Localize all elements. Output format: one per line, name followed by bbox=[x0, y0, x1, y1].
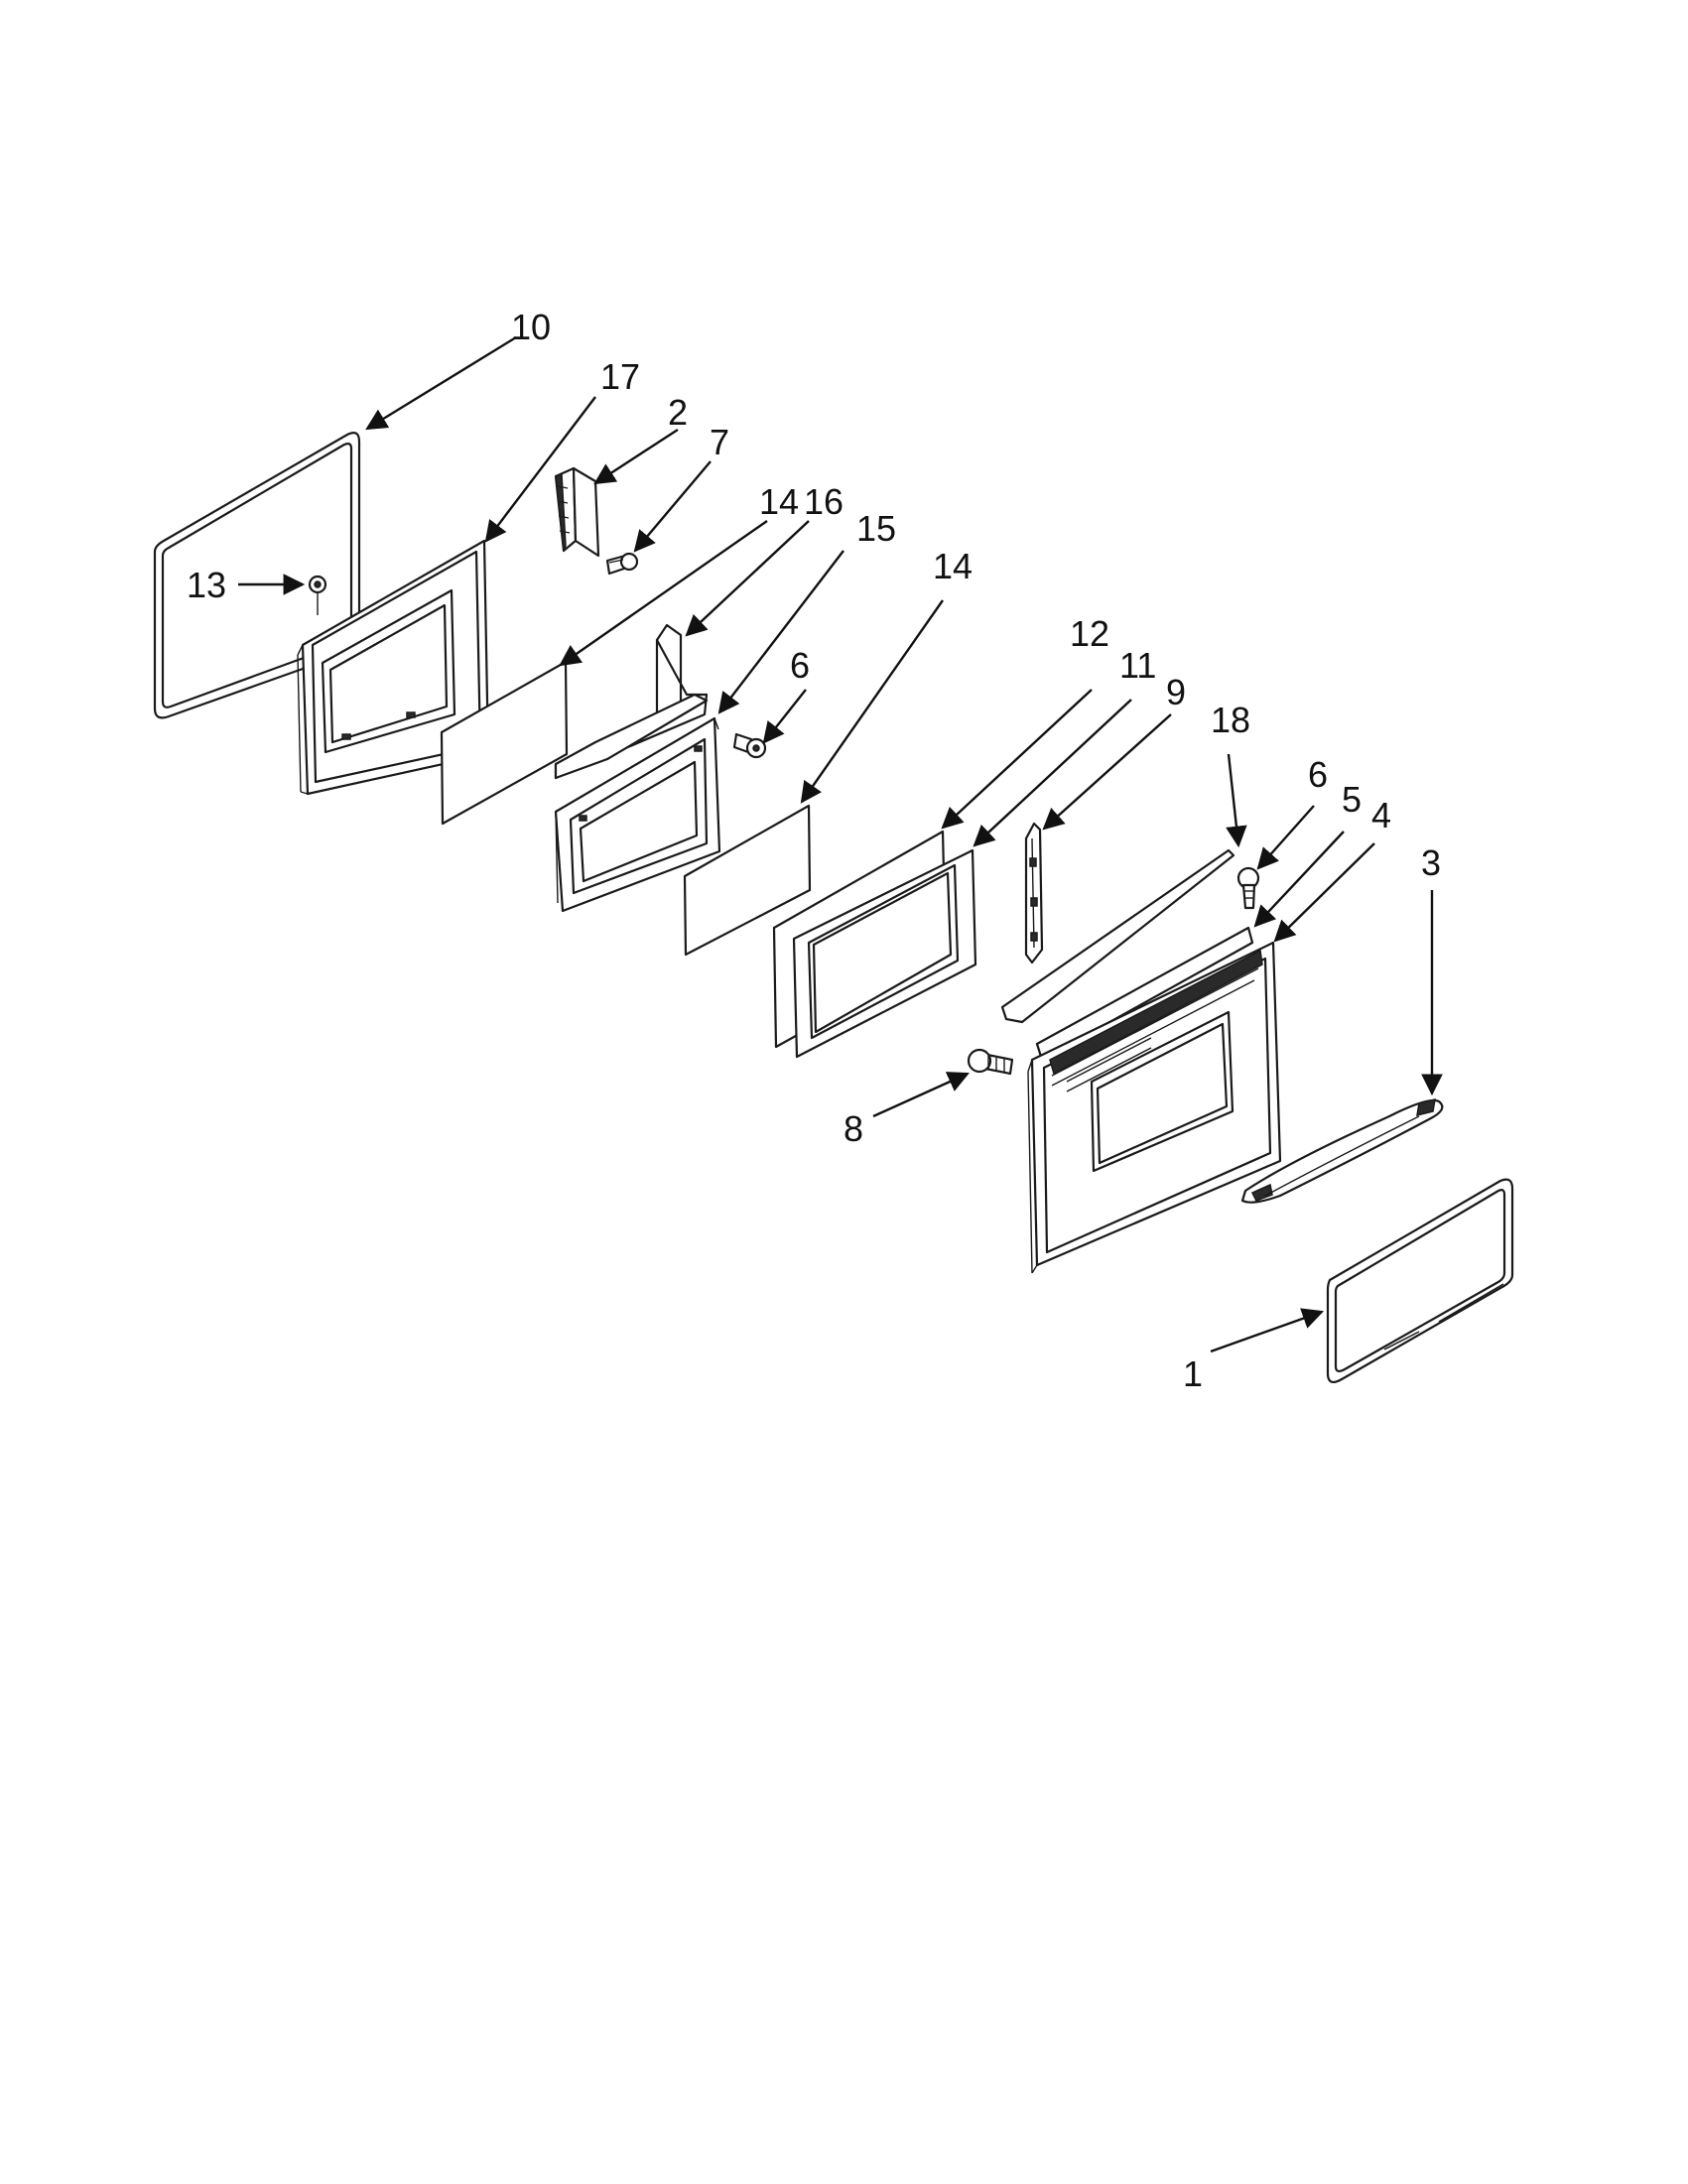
leader-17 bbox=[484, 396, 596, 543]
leader-11 bbox=[973, 699, 1132, 847]
part-hinge bbox=[554, 466, 600, 558]
callout-2: 2 bbox=[668, 392, 688, 433]
part-screw-13 bbox=[308, 575, 327, 615]
leader-10 bbox=[365, 335, 517, 431]
callout-labels: 10 17 2 7 14 16 15 13 14 6 12 11 9 18 6 … bbox=[187, 307, 1441, 1394]
callout-18: 18 bbox=[1211, 700, 1250, 740]
callout-14b: 14 bbox=[933, 546, 973, 586]
part-screw-6b bbox=[1236, 866, 1260, 910]
callout-16: 16 bbox=[804, 481, 844, 522]
callout-3: 3 bbox=[1421, 842, 1441, 883]
leader-14b bbox=[800, 599, 944, 804]
callout-4: 4 bbox=[1371, 795, 1391, 835]
part-screw-6a bbox=[732, 732, 767, 759]
callout-10: 10 bbox=[511, 307, 551, 347]
leader-4 bbox=[1273, 842, 1375, 943]
callout-14a: 14 bbox=[759, 481, 799, 522]
leader-16 bbox=[685, 520, 810, 637]
callout-11: 11 bbox=[1119, 645, 1156, 686]
leader-7 bbox=[633, 460, 712, 553]
callout-5: 5 bbox=[1342, 779, 1362, 820]
callout-1: 1 bbox=[1183, 1353, 1203, 1394]
callout-15: 15 bbox=[856, 508, 896, 549]
leader-8 bbox=[872, 1072, 970, 1118]
leader-lines bbox=[238, 335, 1443, 1353]
leader-9 bbox=[1042, 713, 1172, 831]
callout-8: 8 bbox=[844, 1108, 863, 1149]
callout-13: 13 bbox=[187, 565, 226, 605]
callout-12: 12 bbox=[1070, 613, 1109, 654]
part-glass-pane-14a bbox=[440, 660, 569, 826]
leader-6a bbox=[762, 689, 807, 744]
part-top-trim-18 bbox=[1000, 848, 1235, 1024]
leader-15 bbox=[717, 550, 844, 714]
leader-6b bbox=[1256, 805, 1315, 870]
part-screw-8 bbox=[967, 1048, 1014, 1076]
part-framed-window-11 bbox=[792, 848, 977, 1059]
callout-6b: 6 bbox=[1308, 754, 1328, 795]
part-screw-7 bbox=[605, 552, 639, 576]
leader-18 bbox=[1226, 753, 1247, 848]
leader-12 bbox=[941, 689, 1093, 830]
part-inner-panel-15 bbox=[554, 716, 721, 913]
leader-14a bbox=[559, 520, 768, 667]
callout-17: 17 bbox=[600, 356, 640, 397]
part-glass-pane-14b bbox=[683, 804, 812, 957]
part-vent-strip-5 bbox=[1035, 926, 1254, 1062]
part-inner-door-frame bbox=[297, 539, 490, 796]
part-outer-door-4 bbox=[1027, 941, 1282, 1274]
leader-2 bbox=[593, 428, 679, 485]
part-seal-1 bbox=[1326, 1178, 1514, 1383]
part-bracket-9 bbox=[1024, 822, 1044, 964]
part-insulation-16 bbox=[554, 623, 709, 780]
part-handle-3 bbox=[1240, 1097, 1444, 1204]
callout-7: 7 bbox=[710, 422, 729, 462]
callout-9: 9 bbox=[1166, 672, 1186, 712]
callout-6a: 6 bbox=[790, 645, 810, 686]
leader-5 bbox=[1253, 831, 1345, 928]
leader-1 bbox=[1210, 1308, 1325, 1353]
